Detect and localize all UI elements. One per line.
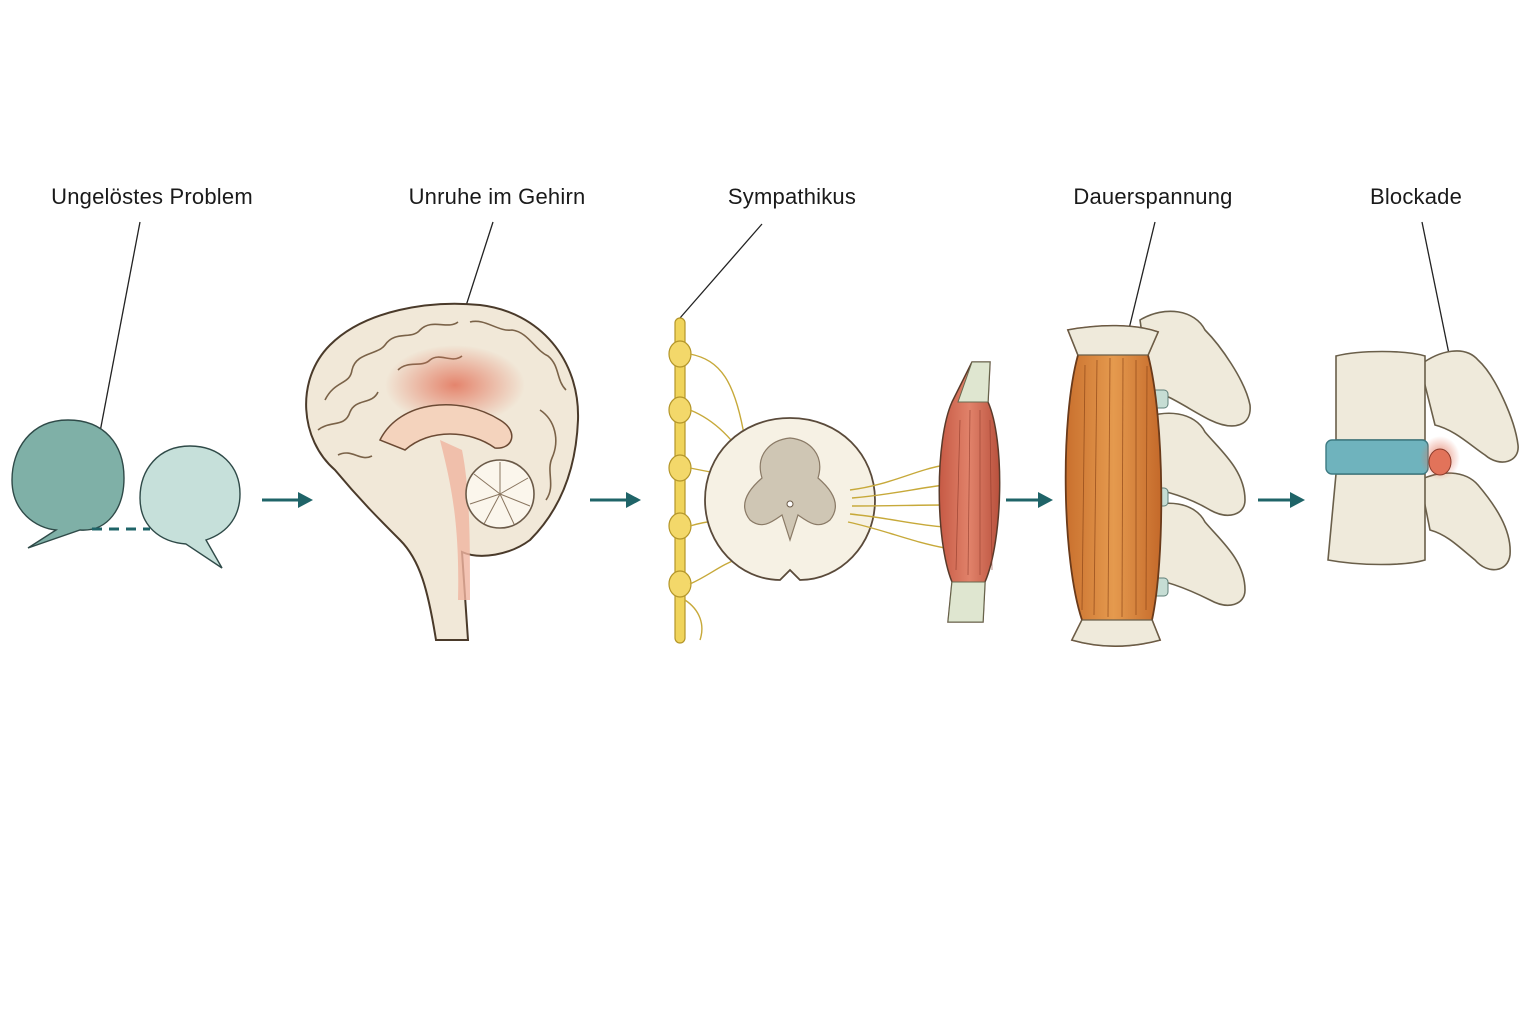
ganglia bbox=[668, 340, 692, 598]
speech-bubble-light bbox=[139, 445, 241, 569]
central-canal bbox=[786, 500, 794, 508]
step-label-blockade: Blockade bbox=[1369, 184, 1463, 209]
arrow-right-icon bbox=[262, 492, 313, 508]
leader-line-problem bbox=[99, 221, 141, 433]
blocked-joint bbox=[1428, 448, 1452, 476]
step-label-brain: Unruhe im Gehirn bbox=[408, 184, 586, 209]
sympathetic-chain-icon bbox=[668, 317, 1001, 644]
vertebral-body-upper bbox=[1335, 350, 1426, 441]
gray-matter bbox=[744, 437, 836, 542]
efferent-fibers bbox=[847, 464, 946, 549]
step-label-problem: Ungelöstes Problem bbox=[51, 184, 253, 209]
muscle-small-icon bbox=[938, 361, 1001, 623]
blocked-vertebra-icon bbox=[1325, 350, 1519, 571]
leader-line-sympathikus bbox=[679, 223, 763, 319]
muscle-fibers bbox=[1081, 357, 1148, 618]
arrow-right-icon bbox=[590, 492, 641, 508]
arrow-right-icon bbox=[1258, 492, 1305, 508]
tendon-bottom bbox=[1071, 619, 1161, 647]
vertebral-processes bbox=[1419, 350, 1519, 571]
inflammation-zone bbox=[385, 345, 525, 425]
brain-icon bbox=[305, 302, 580, 641]
speech-bubbles-icon bbox=[11, 419, 241, 569]
tendon-top bbox=[1067, 325, 1159, 356]
arrows bbox=[262, 492, 1305, 508]
vertebral-body-lower bbox=[1327, 473, 1426, 566]
arrow-right-icon bbox=[1006, 492, 1053, 508]
tense-muscle-spine-icon bbox=[1064, 310, 1251, 647]
step-label-sympathikus: Sympathikus bbox=[727, 184, 857, 209]
cerebellum-folia bbox=[469, 462, 531, 525]
leader-lines bbox=[99, 221, 1459, 433]
corpus-callosum bbox=[378, 404, 513, 451]
leader-line-tension bbox=[1127, 221, 1156, 334]
brainstem-highlight bbox=[440, 440, 470, 600]
speech-bubble-dark bbox=[11, 419, 125, 549]
intervertebral-disc bbox=[1325, 439, 1429, 475]
step-label-tension: Dauerspannung bbox=[1073, 184, 1233, 209]
